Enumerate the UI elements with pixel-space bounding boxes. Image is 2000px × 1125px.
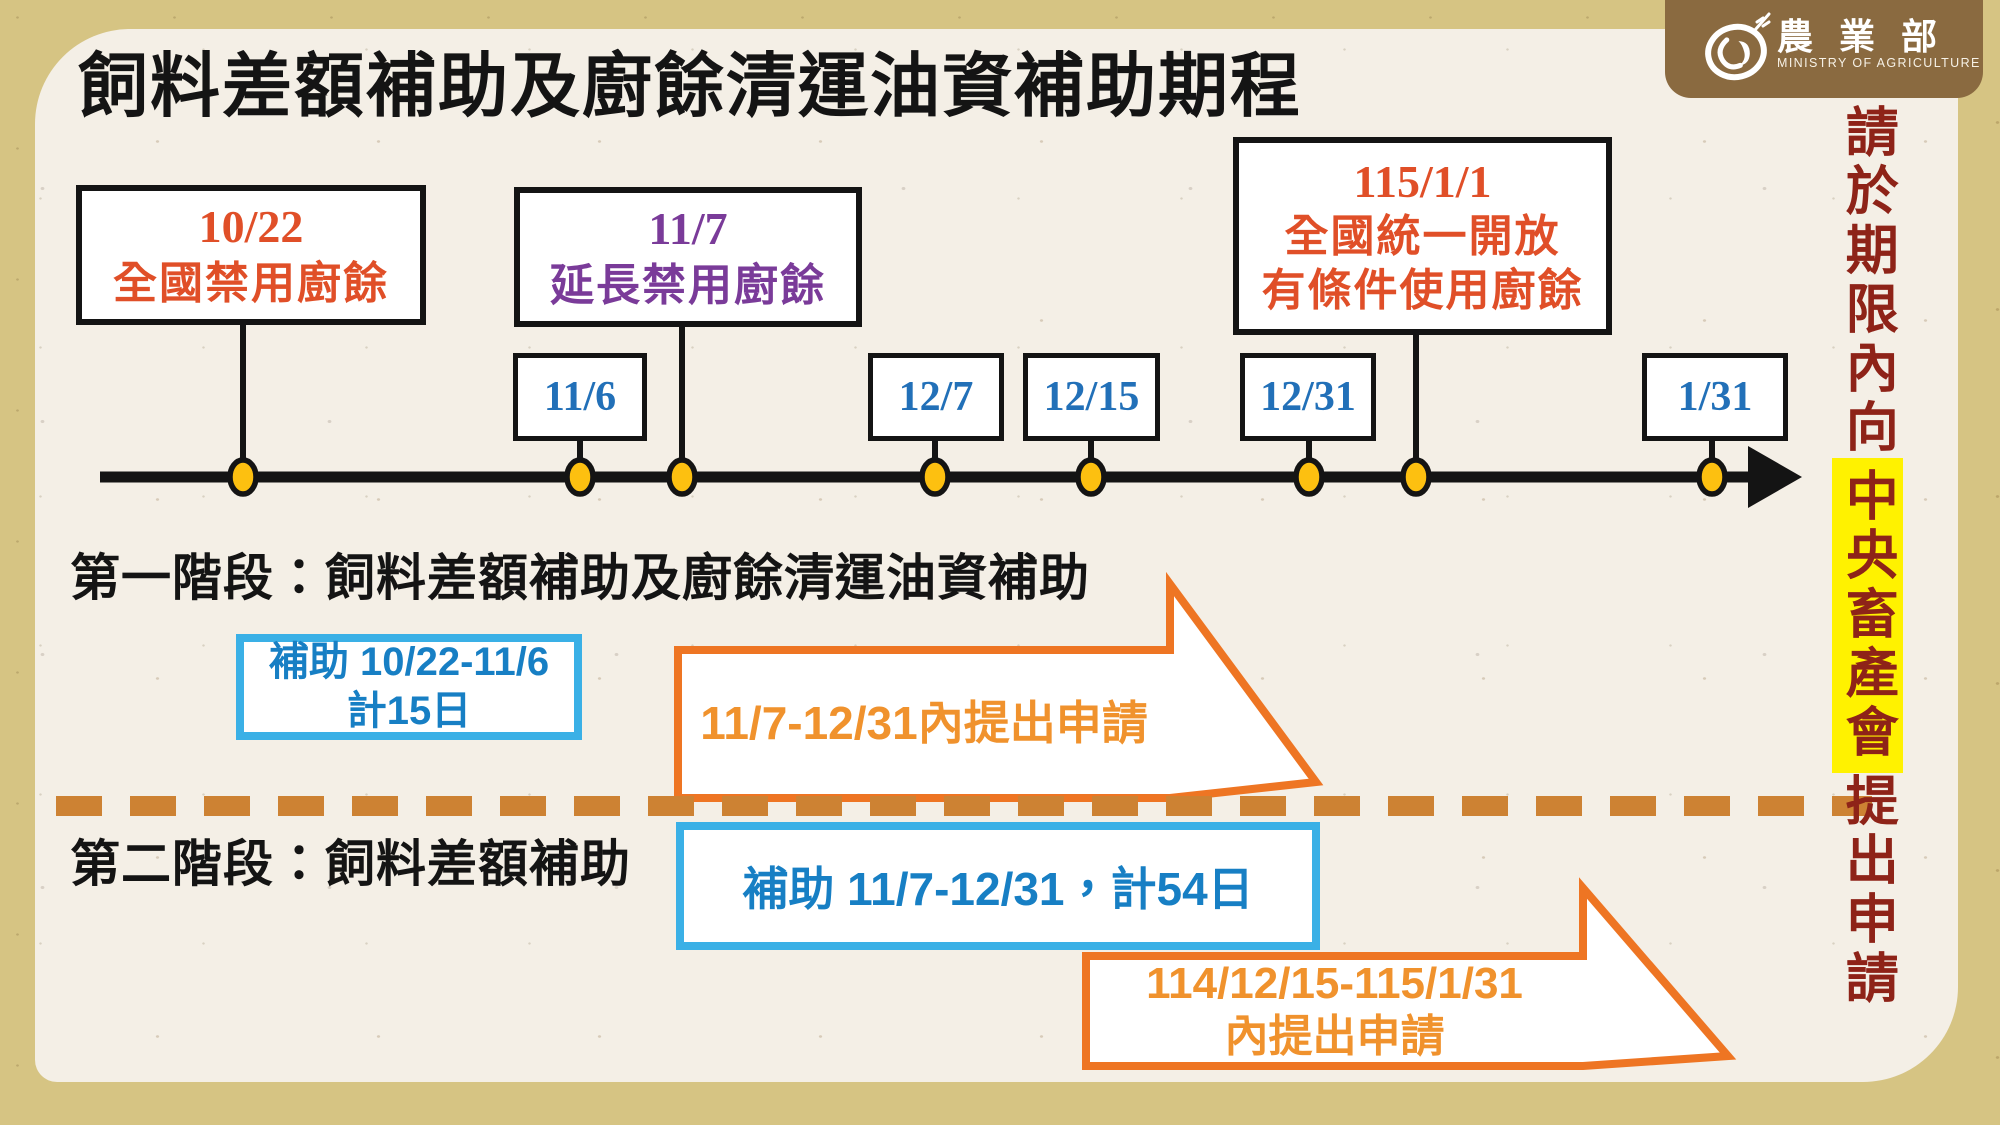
event-box-11511: 115/1/1 全國統一開放 有條件使用廚餘 (1233, 137, 1612, 335)
phase1-heading: 第一階段：飼料差額補助及廚餘清運油資補助 (70, 550, 1090, 606)
event-line: 有條件使用廚餘 (1261, 266, 1584, 316)
phase2-apply-arrow-shape (1082, 877, 1737, 1070)
timeline-dot-116 (564, 457, 596, 497)
timeline-arrowhead-icon (1748, 446, 1802, 508)
event-box-1022: 10/22 全國禁用廚餘 (76, 185, 426, 325)
moa-logo-en: MINISTRY OF AGRICULTURE (1777, 56, 1981, 70)
timeline-dots (227, 457, 1728, 497)
timeline-dot-1231 (1293, 457, 1325, 497)
marker-box-127: 12/7 (868, 353, 1004, 441)
event-date: 10/22 (198, 201, 304, 253)
phase2-subsidy-box: 補助 11/7-12/31，計54日 (676, 822, 1320, 950)
sidebar-note: 請於期限內向中央畜產會提出申請 (1832, 104, 1904, 1054)
phase1-subsidy-line1: 補助 10/22-11/6 (268, 640, 550, 685)
marker-box-1215: 12/15 (1023, 353, 1160, 441)
phase2-subsidy-line1: 補助 11/7-12/31，計54日 (742, 863, 1254, 915)
timeline-dot-131 (1696, 457, 1728, 497)
phase1-apply-text: 11/7-12/31內提出申請 (700, 697, 1148, 750)
timeline-dot-1215 (1075, 457, 1107, 497)
phase2-apply-arrow-label: 114/12/15-115/1/31 內提出申請 (1086, 956, 1583, 1066)
event-line: 延長禁用廚餘 (550, 261, 826, 311)
marker-box-1231: 12/31 (1240, 353, 1376, 441)
timeline-dot-11511 (1400, 457, 1432, 497)
event-line: 全國統一開放 (1284, 212, 1561, 262)
page-title: 飼料差額補助及廚餘清運油資補助期程 (78, 47, 1302, 125)
phase2-apply-line1: 114/12/15-115/1/31 (1146, 959, 1523, 1009)
timeline-dot-127 (919, 457, 951, 497)
timeline-dot-1022 (227, 457, 259, 497)
phase2-apply-line2: 內提出申請 (1224, 1012, 1445, 1061)
timeline-dot-117 (666, 457, 698, 497)
moa-logo-badge: 農業部 MINISTRY OF AGRICULTURE (1665, 0, 1983, 98)
event-date: 115/1/1 (1353, 156, 1492, 208)
phase-divider-dashed-line (56, 796, 1872, 816)
phase1-subsidy-box: 補助 10/22-11/6 計15日 (236, 634, 582, 740)
event-line: 全國禁用廚餘 (113, 259, 389, 309)
event-box-117: 11/7 延長禁用廚餘 (514, 187, 862, 327)
marker-box-131: 1/31 (1642, 353, 1788, 441)
phase2-heading: 第二階段：飼料差額補助 (70, 836, 631, 892)
phase1-subsidy-line2: 計15日 (346, 689, 472, 733)
phase1-apply-arrow-label: 11/7-12/31內提出申請 (678, 650, 1170, 798)
marker-box-116: 11/6 (513, 353, 647, 441)
sidebar-note-prefix: 請於期限內向 (1838, 104, 1898, 458)
moa-logo-icon (1705, 12, 1771, 81)
sidebar-note-suffix: 提出申請 (1838, 773, 1898, 1009)
moa-logo-zh: 農業部 (1777, 17, 1964, 57)
sidebar-note-highlight: 中央畜產會 (1832, 458, 1904, 773)
event-date: 11/7 (648, 203, 728, 255)
